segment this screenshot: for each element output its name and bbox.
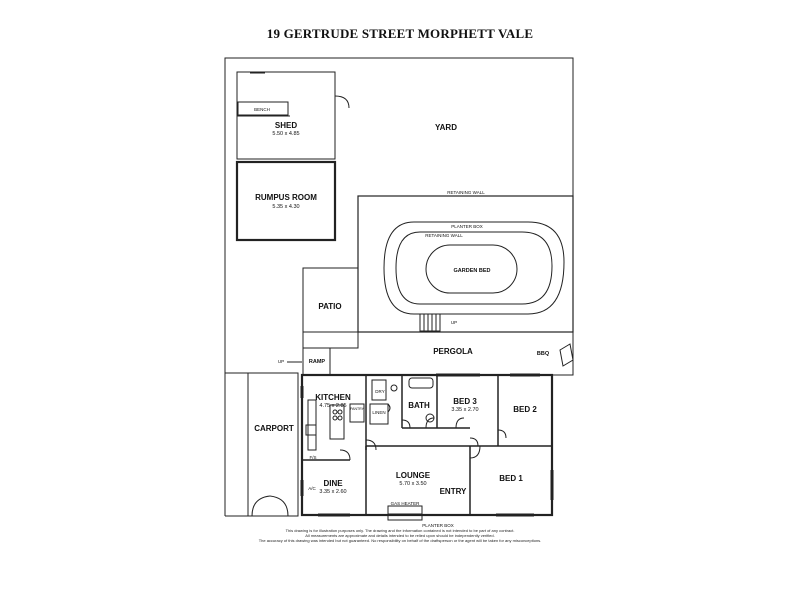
house-outline bbox=[300, 373, 554, 517]
dry-cupboard bbox=[371, 379, 387, 401]
lounge-dims: 5.70 x 3.50 bbox=[399, 481, 426, 487]
carport-outline bbox=[247, 372, 299, 517]
disclaimer: This drawing is for illustration purpose… bbox=[230, 528, 570, 543]
disclaimer-line-2: All measurements are approximate and det… bbox=[305, 533, 495, 538]
bbq-outline bbox=[559, 343, 574, 367]
garden-bed-label: GARDEN BED bbox=[454, 268, 491, 274]
disclaimer-line-1: This drawing is for illustration purpose… bbox=[285, 528, 515, 533]
property-boundary bbox=[224, 57, 574, 374]
bed3-label: BED 3 bbox=[453, 397, 477, 406]
patio-label: PATIO bbox=[318, 302, 341, 311]
rumpus-room-outline bbox=[235, 160, 337, 242]
kitchen-label: KITCHEN bbox=[315, 393, 351, 402]
dry-label: DRY bbox=[375, 389, 384, 394]
fs-label: F/S bbox=[309, 455, 316, 460]
up-ramp-label: UP bbox=[278, 359, 284, 364]
kitchen-dims: 4.75 x 2.85 bbox=[319, 403, 346, 409]
bench-label: BENCH bbox=[254, 107, 270, 112]
pergola-label: PERGOLA bbox=[433, 347, 473, 356]
bed3-dims: 3.35 x 2.70 bbox=[451, 407, 478, 413]
bed1-label: BED 1 bbox=[499, 474, 523, 483]
rumpus-dims: 5.35 x 4.30 bbox=[272, 204, 299, 210]
ac-label: A/C bbox=[308, 486, 316, 491]
bed2-label: BED 2 bbox=[513, 405, 537, 414]
ramp-label: RAMP bbox=[309, 359, 326, 365]
bathtub bbox=[408, 377, 434, 389]
bench-outline bbox=[237, 101, 289, 116]
linen-label: LINEN bbox=[372, 410, 385, 415]
planter-box-outline bbox=[383, 221, 565, 315]
planter-box-bottom-label: PLANTER BOX bbox=[422, 523, 454, 528]
shed-label: SHED bbox=[275, 121, 297, 130]
bbq-label: BBQ bbox=[537, 351, 550, 357]
up-garden-label: UP bbox=[451, 320, 457, 325]
disclaimer-line-3: The accuracy of this drawing was intende… bbox=[258, 538, 542, 543]
entry-label: ENTRY bbox=[440, 487, 467, 496]
gas-heater bbox=[387, 505, 423, 515]
dine-dims: 3.35 x 2.60 bbox=[319, 489, 346, 495]
planter-box-bottom bbox=[387, 514, 423, 521]
linen-cupboard bbox=[369, 403, 389, 425]
carport-label: CARPORT bbox=[254, 424, 294, 433]
garden-steps bbox=[419, 313, 441, 332]
plan-title: 19 GERTRUDE STREET MORPHETT VALE bbox=[266, 26, 534, 41]
garden-bed-outline bbox=[425, 244, 518, 294]
dine-label: DINE bbox=[323, 479, 343, 488]
pantry-cupboard bbox=[349, 403, 365, 423]
retaining-wall-inner-label: RETAINING WALL bbox=[425, 233, 463, 238]
planter-box-label: PLANTER BOX bbox=[451, 224, 483, 229]
retaining-wall-label: RETAINING WALL bbox=[447, 190, 485, 195]
gas-heater-label: GAS HEATER bbox=[391, 501, 420, 506]
kitchen-island bbox=[329, 404, 345, 440]
lounge-label: LOUNGE bbox=[396, 471, 431, 480]
yard-label: YARD bbox=[435, 123, 457, 132]
rumpus-label: RUMPUS ROOM bbox=[255, 193, 317, 202]
shed-dims: 5.50 x 4.85 bbox=[272, 131, 299, 137]
pantry-label: PANTRY bbox=[350, 407, 365, 411]
bath-label: BATH bbox=[408, 401, 430, 410]
